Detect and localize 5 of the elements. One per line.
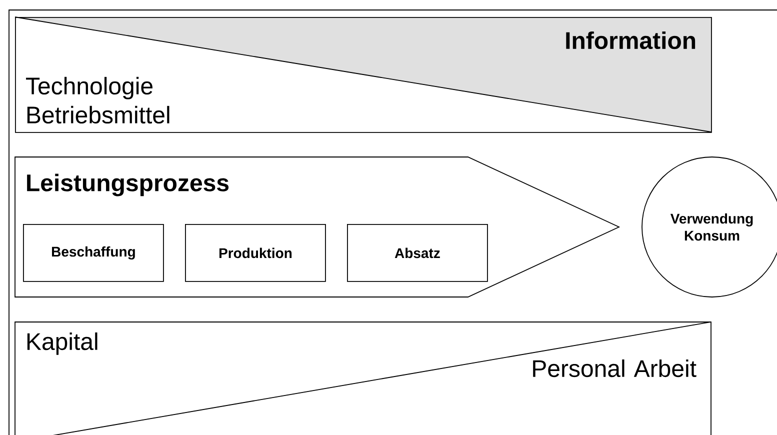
process-box: Produktion: [185, 224, 326, 282]
process-box: Absatz: [347, 224, 488, 282]
band: Kapital Personal Arbeit: [14, 322, 712, 435]
process-box: Beschaffung: [23, 224, 164, 282]
band: Information Technologie Betriebsmittel: [14, 16, 712, 133]
